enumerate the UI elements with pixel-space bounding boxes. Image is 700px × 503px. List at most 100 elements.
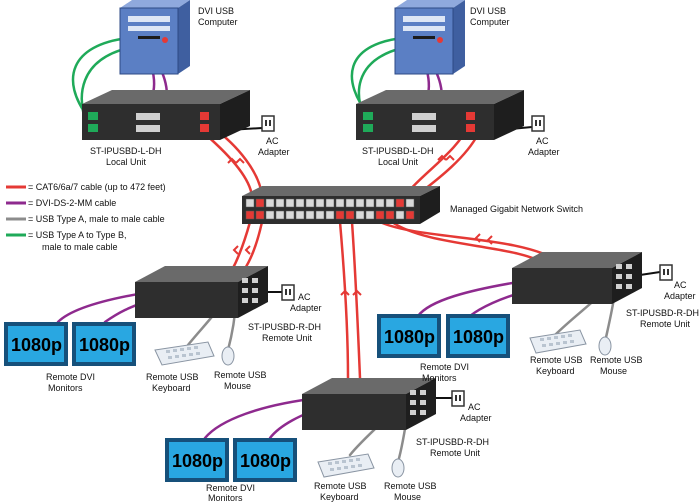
switch-port bbox=[265, 210, 275, 220]
cable-break-marks bbox=[227, 154, 493, 296]
mouse-middle: Remote USB Mouse bbox=[384, 458, 437, 502]
ac-adapter-label: AC bbox=[674, 280, 687, 290]
keyboard-right: Remote USB Keyboard bbox=[529, 329, 587, 376]
remote-unit-label: Remote Unit bbox=[262, 333, 313, 343]
legend: = CAT6/6a/7 cable (up to 472 feet) = DVI… bbox=[6, 182, 166, 252]
switch-port bbox=[265, 198, 275, 208]
ac-adapter-label: Adapter bbox=[664, 291, 696, 301]
monitor: 1080p bbox=[165, 438, 229, 482]
switch-port bbox=[285, 198, 295, 208]
legend-label: = DVI-DS-2-MM cable bbox=[28, 198, 116, 208]
keyboard-label: Remote USB bbox=[530, 355, 583, 365]
switch-port bbox=[355, 198, 365, 208]
remote-unit-middle: ST-IPUSBD-R-DH Remote Unit bbox=[302, 378, 489, 458]
monitors-label: Monitors bbox=[208, 493, 243, 503]
switch-port bbox=[325, 198, 335, 208]
switch-port bbox=[345, 210, 355, 220]
mouse-label: Mouse bbox=[600, 366, 627, 376]
port-grid bbox=[616, 264, 632, 289]
keyboard-label: Remote USB bbox=[146, 372, 199, 382]
monitor-resolution-label: 1080p bbox=[384, 327, 435, 347]
monitor-group-middle: 1080p 1080p Remote DVI Monitors bbox=[165, 438, 297, 503]
cat6-cable bbox=[378, 220, 562, 264]
switch-port bbox=[275, 198, 285, 208]
legend-label: = USB Type A to Type B, bbox=[28, 230, 126, 240]
switch-port bbox=[295, 198, 305, 208]
legend-label: = USB Type A, male to male cable bbox=[28, 214, 165, 224]
keyboard-middle: Remote USB Keyboard bbox=[314, 453, 375, 502]
mouse-label: Mouse bbox=[224, 381, 251, 391]
switch-port bbox=[385, 210, 395, 220]
local-unit-right: ST-IPUSBD-L-DH Local Unit bbox=[356, 90, 524, 167]
dvi-cable bbox=[203, 396, 320, 440]
monitors-label: Monitors bbox=[48, 383, 83, 393]
ac-adapter-label: AC bbox=[536, 136, 549, 146]
local-unit-label: ST-IPUSBD-L-DH bbox=[362, 146, 434, 156]
switch-port bbox=[375, 198, 385, 208]
switch-port bbox=[275, 210, 285, 220]
ac-adapter-label: Adapter bbox=[460, 413, 492, 423]
remote-unit-label: Remote Unit bbox=[640, 319, 691, 329]
monitor-resolution-label: 1080p bbox=[79, 335, 130, 355]
monitors-label: Remote DVI bbox=[46, 372, 95, 382]
monitor-group-right: 1080p 1080p Remote DVI Monitors bbox=[377, 314, 510, 383]
monitor-resolution-label: 1080p bbox=[240, 451, 291, 471]
computer-label: Computer bbox=[198, 17, 238, 27]
switch-port bbox=[325, 210, 335, 220]
switch-port bbox=[305, 210, 315, 220]
remote-unit-label: ST-IPUSBD-R-DH bbox=[626, 308, 699, 318]
switch-port bbox=[355, 210, 365, 220]
port-grid bbox=[242, 278, 258, 303]
local-unit-label: ST-IPUSBD-L-DH bbox=[90, 146, 162, 156]
mouse-label: Remote USB bbox=[214, 370, 267, 380]
ac-adapter-label: Adapter bbox=[258, 147, 290, 157]
legend-label: = CAT6/6a/7 cable (up to 472 feet) bbox=[28, 182, 166, 192]
ac-adapter-label: AC bbox=[468, 402, 481, 412]
computer-label: Computer bbox=[470, 17, 510, 27]
power-cable bbox=[639, 271, 661, 276]
switch-port bbox=[255, 210, 265, 220]
network-switch: Managed Gigabit Network Switch bbox=[242, 186, 583, 224]
mouse-label: Mouse bbox=[394, 492, 421, 502]
monitor-resolution-label: 1080p bbox=[453, 327, 504, 347]
cat6-cable bbox=[350, 220, 362, 380]
switch-port bbox=[405, 210, 415, 220]
computer-label: DVI USB bbox=[470, 6, 506, 16]
switch-port bbox=[295, 210, 305, 220]
port-grid bbox=[410, 390, 426, 415]
switch-port bbox=[245, 198, 255, 208]
remote-unit-label: ST-IPUSBD-R-DH bbox=[248, 322, 321, 332]
switch-port bbox=[385, 198, 395, 208]
keyboard-left: Remote USB Keyboard bbox=[146, 341, 215, 393]
local-unit-label: Local Unit bbox=[106, 157, 147, 167]
monitors-label: Remote DVI bbox=[206, 483, 255, 493]
legend-item-cat6: = CAT6/6a/7 cable (up to 472 feet) bbox=[6, 182, 166, 192]
legend-label: male to male cable bbox=[42, 242, 118, 252]
switch-port bbox=[365, 198, 375, 208]
ac-adapter-label: AC bbox=[298, 292, 311, 302]
monitor-resolution-label: 1080p bbox=[172, 451, 223, 471]
cat6-cable bbox=[390, 220, 550, 268]
monitors-label: Monitors bbox=[422, 373, 457, 383]
remote-unit-right: ST-IPUSBD-R-DH Remote Unit bbox=[512, 252, 699, 329]
legend-item-usb-a: = USB Type A, male to male cable bbox=[6, 214, 165, 224]
switch-label: Managed Gigabit Network Switch bbox=[450, 204, 583, 214]
switch-port bbox=[345, 198, 355, 208]
ac-adapter-label: Adapter bbox=[290, 303, 322, 313]
dvi-cable bbox=[416, 280, 520, 318]
ac-adapter-3: AC Adapter bbox=[281, 284, 322, 313]
switch-port bbox=[315, 210, 325, 220]
ac-adapter-label: Adapter bbox=[528, 147, 560, 157]
local-unit-label: Local Unit bbox=[378, 157, 419, 167]
local-unit-left: ST-IPUSBD-L-DH Local Unit bbox=[82, 90, 250, 167]
monitor: 1080p bbox=[233, 438, 297, 482]
remote-unit-label: ST-IPUSBD-R-DH bbox=[416, 437, 489, 447]
ac-adapter-2: AC Adapter bbox=[528, 115, 560, 157]
switch-ports bbox=[245, 198, 415, 220]
ac-adapter-1: AC Adapter bbox=[258, 115, 290, 157]
monitor: 1080p bbox=[72, 322, 136, 366]
computer-left: DVI USB Computer bbox=[119, 0, 238, 75]
switch-port bbox=[335, 210, 345, 220]
keyboard-label: Keyboard bbox=[152, 383, 191, 393]
computer-right: DVI USB Computer bbox=[394, 0, 510, 75]
